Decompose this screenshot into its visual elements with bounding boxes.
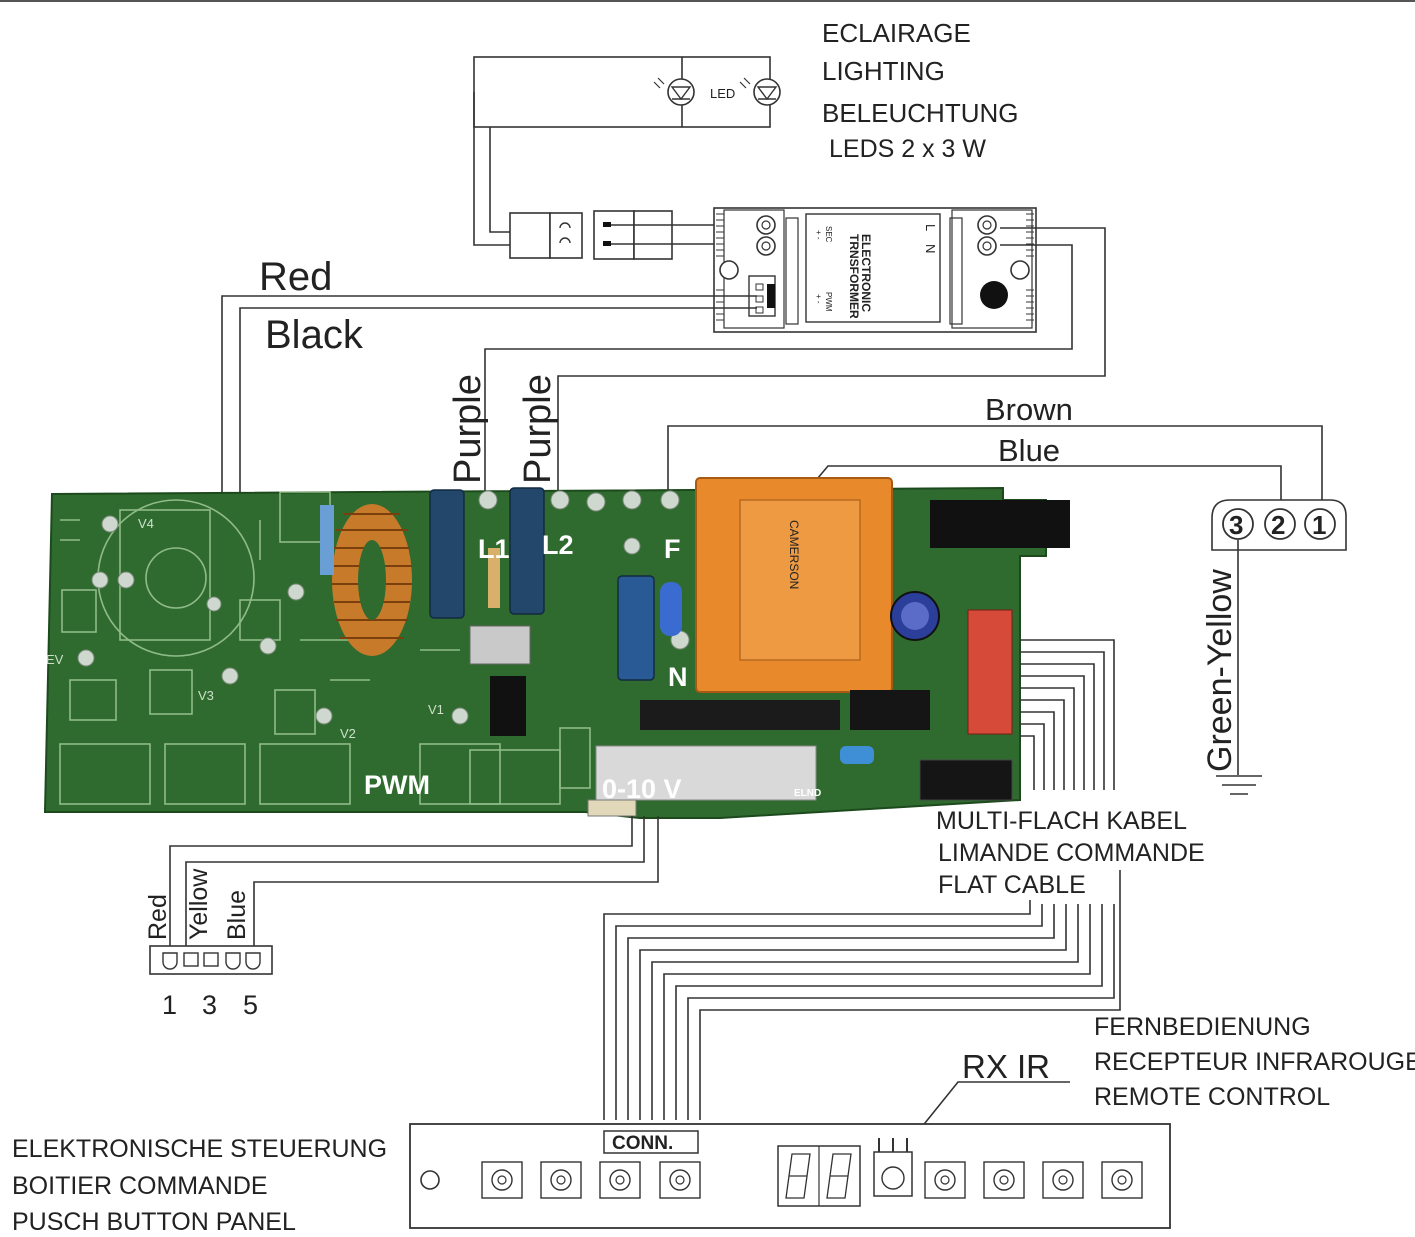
pwm-pin-1: 1 — [162, 990, 177, 1020]
wire-label-brown: Brown — [985, 392, 1073, 427]
led-lighting-unit: LED — [473, 56, 781, 128]
lighting-spec: LEDS 2 x 3 W — [829, 135, 986, 163]
transformer-sec-polarity: + - — [814, 230, 823, 240]
pwm-connector — [149, 945, 273, 975]
flat-cable-label-fr: LIMANDE COMMANDE — [938, 839, 1205, 867]
pcb-v1-label: V1 — [428, 702, 444, 717]
pcb-l2-label: L2 — [542, 530, 574, 560]
remote-label-de: FERNBEDIENUNG — [1094, 1013, 1311, 1041]
wire-label-purple-1: Purple — [447, 374, 489, 484]
transformer-title-1: ELECTRONIC — [859, 234, 873, 312]
wire-label-red: Red — [259, 255, 332, 299]
electronic-transformer: ELECTRONIC TRNSFORMER L N SEC PWM + - + … — [713, 207, 1037, 333]
panel-button-2[interactable] — [540, 1161, 582, 1199]
pcb-elnd: ELND — [794, 788, 821, 799]
mains-pin-1: 1 — [1312, 510, 1326, 540]
flat-cable-label-de: MULTI-FLACH KABEL — [936, 807, 1187, 835]
transformer-brand: CAMERSON — [787, 520, 801, 589]
wire-label-purple-2: Purple — [517, 374, 559, 484]
flat-cable-upper — [1020, 639, 1115, 790]
panel-button-8[interactable] — [1101, 1161, 1143, 1199]
pcb-f-label: F — [664, 534, 681, 564]
wire-label-black: Black — [265, 313, 364, 357]
led-left-icon — [653, 77, 695, 106]
pcb-v2-label: V2 — [340, 726, 356, 741]
lighting-title-fr: ECLAIRAGE — [822, 18, 971, 48]
panel-button-1[interactable] — [481, 1161, 523, 1199]
flat-cable-label-en: FLAT CABLE — [938, 871, 1086, 899]
seven-segment-display — [777, 1145, 861, 1207]
toroid-coil — [332, 504, 412, 656]
panel-button-4[interactable] — [659, 1161, 701, 1199]
remote-label-fr: RECEPTEUR INFRAROUGE — [1094, 1048, 1415, 1076]
pcb-0-10v-label: 0-10 V — [602, 774, 682, 804]
lighting-title-en: LIGHTING — [822, 56, 945, 86]
pwm-pin-3: 3 — [202, 990, 217, 1020]
conn-label: CONN. — [612, 1133, 673, 1154]
panel-label-fr: BOITIER COMMANDE — [12, 1172, 268, 1200]
control-pcb: CAMERSON ELND V4 EV V3 V2 V1 L1 L2 F N P… — [43, 477, 1070, 819]
remote-label-en: REMOTE CONTROL — [1094, 1083, 1330, 1111]
panel-hole — [420, 1170, 440, 1190]
panel-button-6[interactable] — [983, 1161, 1025, 1199]
mains-pin-2: 2 — [1271, 510, 1285, 540]
pcb-l1-label: L1 — [478, 534, 510, 564]
transformer-l: L — [923, 224, 938, 231]
panel-button-7[interactable] — [1042, 1161, 1084, 1199]
push-button-panel: CONN. — [409, 1123, 1171, 1229]
ground-icon — [1216, 775, 1262, 795]
mains-connector: 3 2 1 — [1211, 499, 1347, 551]
pwm-pin-5: 5 — [243, 990, 258, 1020]
wire-label-blue: Blue — [998, 433, 1060, 468]
led-connector-male — [593, 210, 673, 260]
flat-cable-lower — [603, 870, 1121, 1120]
pcb-v4-label: V4 — [138, 516, 154, 531]
pcb-ev-label: EV — [46, 652, 64, 667]
pcb-pwm-label: PWM — [364, 770, 430, 800]
panel-button-3[interactable] — [599, 1161, 641, 1199]
led-label: LED — [710, 86, 735, 101]
led-connector-female — [509, 212, 583, 259]
panel-label-de: ELEKTRONISCHE STEUERUNG — [12, 1135, 387, 1163]
rx-ir-label: RX IR — [962, 1048, 1050, 1085]
ir-receiver-icon — [873, 1138, 913, 1197]
pwm-wire-yellow: Yellow — [185, 868, 213, 940]
pcb-v3-label: V3 — [198, 688, 214, 703]
transformer-pwm: PWM — [824, 292, 833, 312]
transformer-sec: SEC — [824, 226, 833, 243]
mains-pin-3: 3 — [1229, 510, 1243, 540]
pwm-wire-red: Red — [144, 894, 172, 940]
pcb-n-label: N — [668, 662, 688, 692]
wire-label-green-yellow: Green-Yellow — [1201, 569, 1239, 772]
transformer-n: N — [923, 244, 938, 253]
transformer-pwm-polarity: + - — [814, 294, 823, 304]
panel-button-5[interactable] — [924, 1161, 966, 1199]
main-transformer: CAMERSON — [695, 477, 893, 693]
lighting-title-de: BELEUCHTUNG — [822, 98, 1018, 128]
transformer-title-2: TRNSFORMER — [847, 234, 861, 319]
pwm-wire-blue: Blue — [223, 890, 251, 940]
panel-label-en: PUSCH BUTTON PANEL — [12, 1208, 296, 1236]
led-right-icon — [739, 77, 781, 106]
